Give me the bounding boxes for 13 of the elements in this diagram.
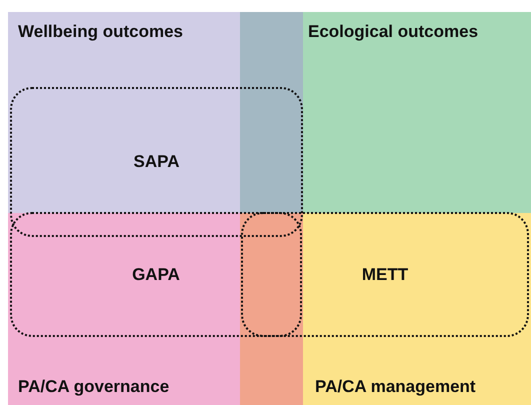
region-panel [303,213,531,405]
tool-label: METT [362,264,408,284]
region-heading: Wellbeing outcomes [18,22,183,42]
region-heading: PA/CA governance [18,377,170,397]
region-heading: PA/CA management [315,377,476,397]
region-panel [303,12,531,213]
region-panel [8,12,240,213]
tool-label: GAPA [132,264,180,284]
overlap-band [240,12,303,213]
tool-label: SAPA [134,152,180,172]
region-heading: Ecological outcomes [308,22,478,42]
region-panel [8,213,240,405]
overlap-band [240,213,303,405]
